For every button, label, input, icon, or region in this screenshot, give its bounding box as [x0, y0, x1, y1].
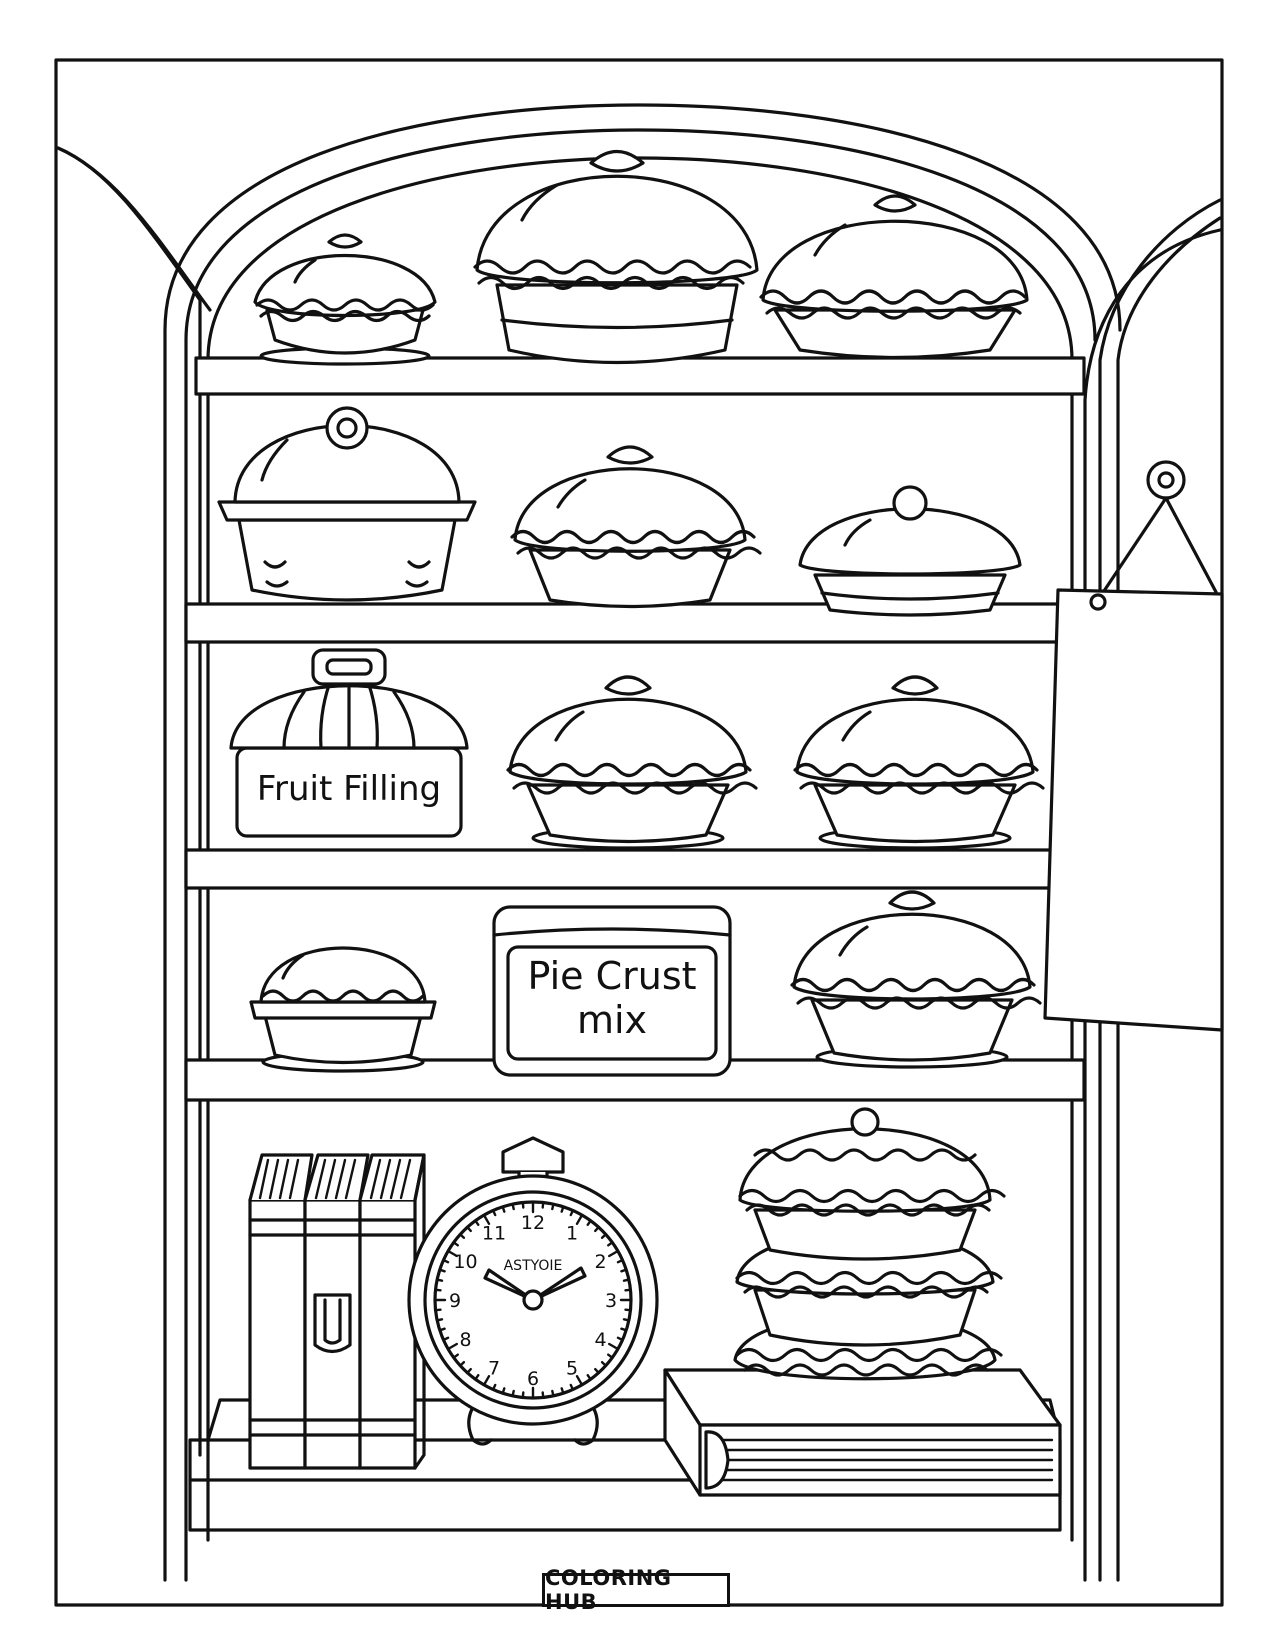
clock-tick [575, 1374, 584, 1387]
pie-small-shelf4 [249, 946, 437, 1073]
clock-tick [586, 1219, 592, 1227]
clock-number: 10 [453, 1251, 477, 1273]
pie-crust-label-line1: Pie Crust [527, 954, 696, 998]
pie-middle-2 [510, 445, 762, 609]
clock-tick [452, 1353, 460, 1359]
clock-tick [620, 1327, 628, 1332]
clock-number: 3 [605, 1290, 617, 1312]
clock-tick [594, 1225, 600, 1233]
clock-number: 11 [482, 1223, 506, 1245]
clock-tick [491, 1383, 497, 1391]
clock-number: 5 [566, 1358, 578, 1380]
clock-tick [594, 1367, 600, 1375]
clock-number: 2 [594, 1251, 606, 1273]
clock-tick [501, 1387, 506, 1395]
clock-number: 6 [527, 1368, 539, 1390]
clock-tick [521, 1391, 525, 1399]
clock-tick [511, 1389, 515, 1398]
cabinet-arch-outer [163, 103, 1122, 1582]
lidded-pot [217, 406, 477, 602]
clock-tick [511, 1202, 515, 1211]
clock-tick [521, 1201, 525, 1209]
clock-tick [600, 1361, 608, 1367]
clock-tick [458, 1233, 466, 1239]
clock-tick [435, 1318, 444, 1322]
clock-tick [458, 1361, 466, 1367]
clock-tick [624, 1308, 632, 1312]
clock-number: 8 [459, 1329, 471, 1351]
clock-tick [616, 1258, 624, 1264]
clock-tick [606, 1353, 614, 1359]
clock-tick [541, 1201, 545, 1209]
clock-tick [442, 1258, 450, 1264]
clock-tick [434, 1308, 442, 1312]
clock-tick [569, 1209, 575, 1217]
fruit-filling-tin: Fruit Filling [229, 648, 469, 838]
clock-tick [620, 1268, 628, 1273]
clock-tick [551, 1389, 555, 1398]
clock-tick [622, 1318, 631, 1322]
pie-crust-label-line2: mix [577, 998, 647, 1042]
clock-number: 1 [566, 1223, 578, 1245]
fruit-filling-label: Fruit Filling [257, 769, 441, 809]
clock-tick [575, 1213, 584, 1226]
clock-tick [622, 1278, 631, 1282]
clock-tick [446, 1342, 459, 1351]
clock-number: 12 [521, 1212, 545, 1234]
pie-lower-center [506, 675, 758, 850]
clock-number: 9 [449, 1290, 461, 1312]
pie-small-top-left [253, 233, 437, 366]
clock-tick [569, 1383, 575, 1391]
left-door-edge [56, 146, 212, 312]
cabinet-arch-inner [184, 128, 1097, 1582]
stacked-pies [733, 1107, 1006, 1381]
clock-tick [541, 1391, 545, 1399]
pie-lower-right [793, 675, 1045, 850]
right-door-inner [1116, 216, 1222, 1582]
clock-number: 4 [594, 1329, 606, 1351]
clock-tick [607, 1342, 620, 1351]
clock-tick [442, 1336, 450, 1342]
cabinet-interior [206, 156, 1074, 1542]
clock-tick [466, 1367, 472, 1375]
flat-book [663, 1368, 1062, 1497]
clock-brand: ASTYOIE [504, 1258, 563, 1274]
clock-tick [466, 1225, 472, 1233]
clock-tick [624, 1288, 632, 1292]
pie-top-right [759, 194, 1029, 360]
clock-tick [560, 1387, 565, 1395]
clock-tick [446, 1249, 459, 1258]
clock-tick [438, 1327, 446, 1332]
clock-tick [474, 1219, 480, 1227]
pie-large-top-center [473, 149, 759, 365]
brand-name: COLORING HUB [545, 1566, 672, 1614]
clock-tick [616, 1336, 624, 1342]
clock-tick [435, 1278, 444, 1282]
pie-shelf4-right [790, 890, 1042, 1069]
pie-crust-mix-box: Pie Crust mix [492, 905, 732, 1077]
clock-tick [560, 1205, 565, 1213]
clock-tick [482, 1374, 491, 1387]
clock-tick [501, 1205, 506, 1213]
right-door [1098, 198, 1222, 1582]
books [248, 1153, 426, 1470]
clock-tick [482, 1213, 491, 1226]
clock-tick [491, 1209, 497, 1217]
clock-tick [551, 1202, 555, 1211]
clock-tick [434, 1288, 442, 1292]
clock-number: 7 [488, 1358, 500, 1380]
clock-tick [438, 1268, 446, 1273]
clock-tick [606, 1241, 614, 1247]
clock-tick [586, 1373, 592, 1381]
hanging-sign [1043, 460, 1224, 1032]
clock-tick [600, 1233, 608, 1239]
clock-tick [474, 1373, 480, 1381]
clock-tick [607, 1249, 620, 1258]
pie-middle-3 [798, 485, 1022, 617]
left-door [56, 146, 202, 1457]
brand-badge: COLORING HUB [542, 1566, 730, 1614]
clock-tick [452, 1241, 460, 1247]
